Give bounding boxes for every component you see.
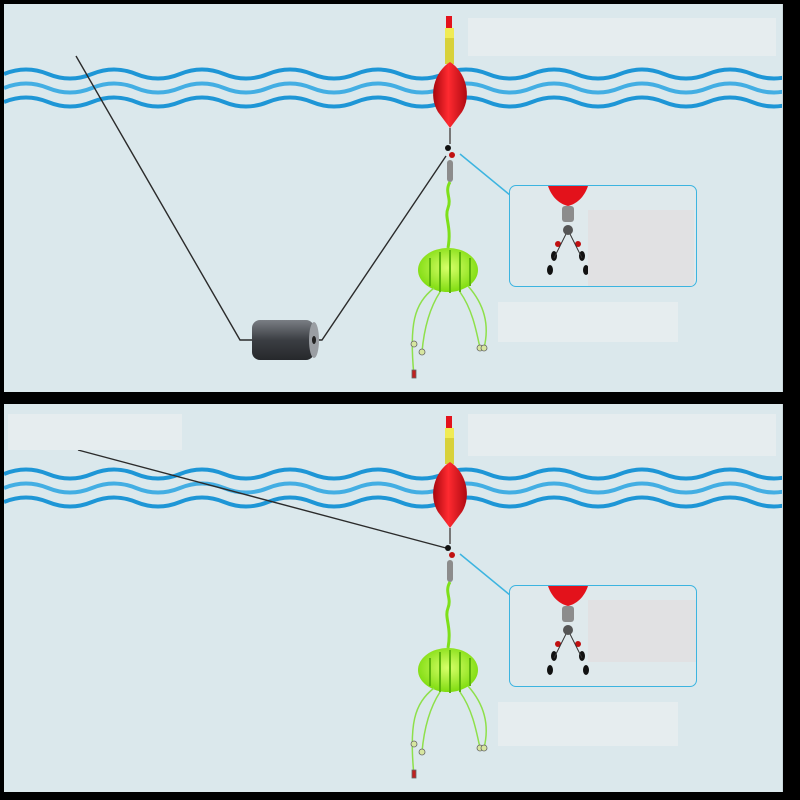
water-surface-waves bbox=[4, 67, 782, 109]
blank-label-area bbox=[468, 18, 776, 56]
hooks bbox=[410, 740, 488, 779]
blank-label-area bbox=[498, 702, 678, 746]
leader-line bbox=[445, 181, 452, 249]
bottom-rig-illustration bbox=[4, 416, 782, 779]
top-rig-panel bbox=[4, 4, 783, 392]
callout-pointer bbox=[459, 153, 517, 201]
blank-label-area bbox=[8, 414, 182, 450]
float-bobber bbox=[433, 16, 467, 144]
sinker-weight bbox=[252, 320, 319, 360]
leader-line bbox=[445, 581, 452, 649]
fishing-line bbox=[77, 449, 447, 549]
top-rig-illustration bbox=[4, 16, 782, 379]
bottom-rig-panel bbox=[4, 404, 783, 792]
swivel-detail-illustration bbox=[547, 186, 589, 275]
bait-cage bbox=[418, 248, 478, 293]
hook-lines bbox=[411, 285, 487, 377]
hook-lines bbox=[411, 685, 487, 777]
swivel-detail-callout bbox=[509, 185, 697, 287]
callout-pointer bbox=[459, 553, 517, 601]
float-bobber bbox=[433, 416, 467, 544]
swivel-detail-illustration bbox=[547, 586, 589, 675]
bait-cage bbox=[418, 648, 478, 693]
callout-label-area bbox=[588, 600, 696, 662]
swivel-detail-callout bbox=[509, 585, 697, 687]
blank-label-area bbox=[498, 302, 678, 342]
hooks bbox=[410, 340, 488, 379]
callout-label-area bbox=[588, 210, 694, 286]
swivel-beads bbox=[445, 145, 455, 182]
water-surface-waves bbox=[4, 467, 782, 509]
blank-label-area bbox=[468, 414, 776, 456]
swivel-beads bbox=[445, 545, 455, 582]
